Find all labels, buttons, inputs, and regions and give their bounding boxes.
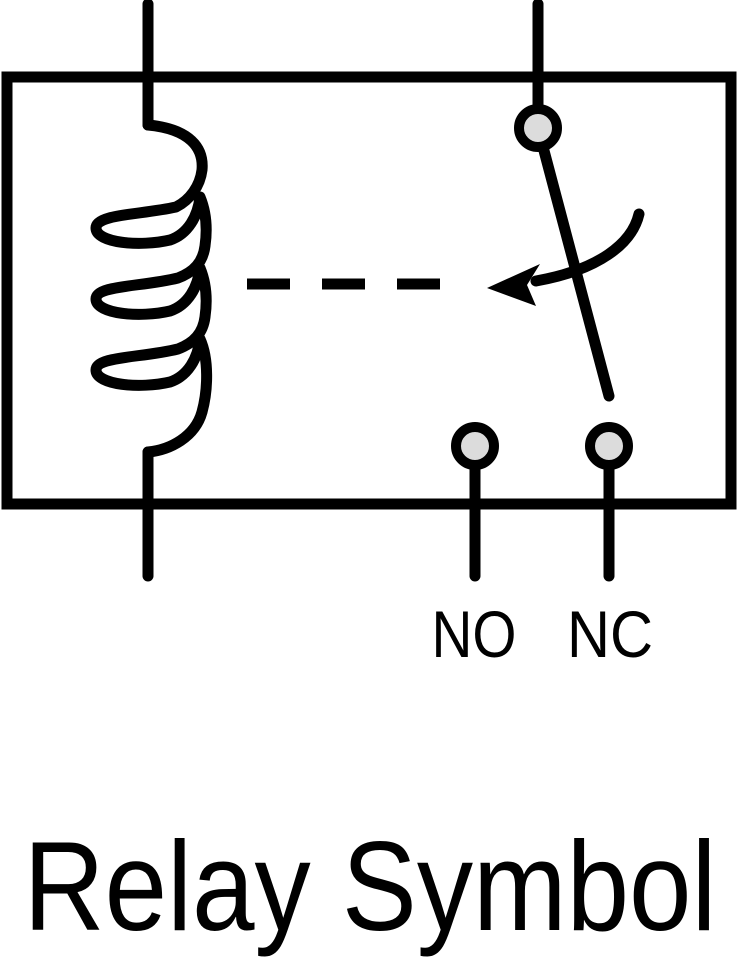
actuation-arrow-curve [530, 208, 645, 287]
actuation-indicator [247, 208, 645, 306]
switch-blade [532, 122, 615, 402]
coil-symbol [90, 0, 213, 582]
nc-terminal [585, 422, 633, 470]
common-terminal [514, 104, 562, 152]
actuation-arrowhead [487, 264, 540, 306]
diagram-title: Relay Symbol [24, 815, 717, 957]
no-label: NO [432, 597, 517, 671]
switch-symbol [451, 0, 633, 582]
nc-label: NC [567, 597, 653, 671]
coil-winding [90, 119, 213, 458]
relay-body-outline [1, 71, 737, 510]
no-terminal [451, 422, 499, 470]
